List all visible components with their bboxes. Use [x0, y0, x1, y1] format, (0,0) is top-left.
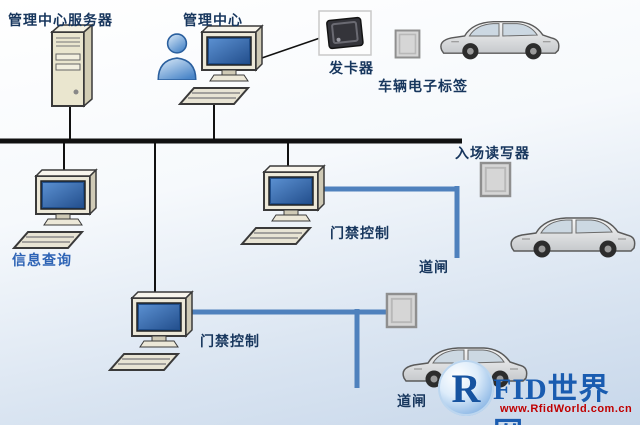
card-issuer-label: 发卡器	[329, 60, 374, 76]
management-center-computer-icon	[178, 24, 266, 110]
vehicle-tag-label: 车辆电子标签	[378, 78, 468, 94]
barrier-2-label: 道闸	[397, 393, 427, 409]
car-top-icon	[436, 10, 562, 62]
barrier-1-label: 道闸	[419, 259, 449, 275]
lane-reader-icon	[385, 292, 418, 329]
car-middle-icon	[506, 206, 638, 260]
vehicle-tag-icon	[394, 27, 421, 61]
server-icon	[42, 22, 100, 110]
logo-initial: R	[451, 365, 481, 411]
info-query-label: 信息查询	[12, 252, 72, 268]
card-issuer-icon	[318, 10, 372, 56]
access-control-2-computer-icon	[108, 290, 196, 376]
access-control-1-label: 门禁控制	[330, 225, 390, 241]
info-query-computer-icon	[12, 168, 100, 254]
access-control-1-computer-icon	[240, 164, 328, 250]
rfid-logo-icon: R	[438, 360, 494, 416]
rfid-world-logo: R FID世界网 www.RfidWorld.com.cn	[438, 358, 640, 425]
entry-reader-icon	[479, 161, 512, 198]
server-label: 管理中心服务器	[8, 12, 113, 28]
access-control-2-label: 门禁控制	[200, 333, 260, 349]
logo-name-text: FID世界网	[493, 373, 610, 425]
center-label: 管理中心	[183, 12, 243, 28]
logo-url-text: www.RfidWorld.com.cn	[500, 403, 633, 415]
issuer-cable-line	[255, 37, 321, 61]
entry-reader-label: 入场读写器	[455, 145, 530, 161]
